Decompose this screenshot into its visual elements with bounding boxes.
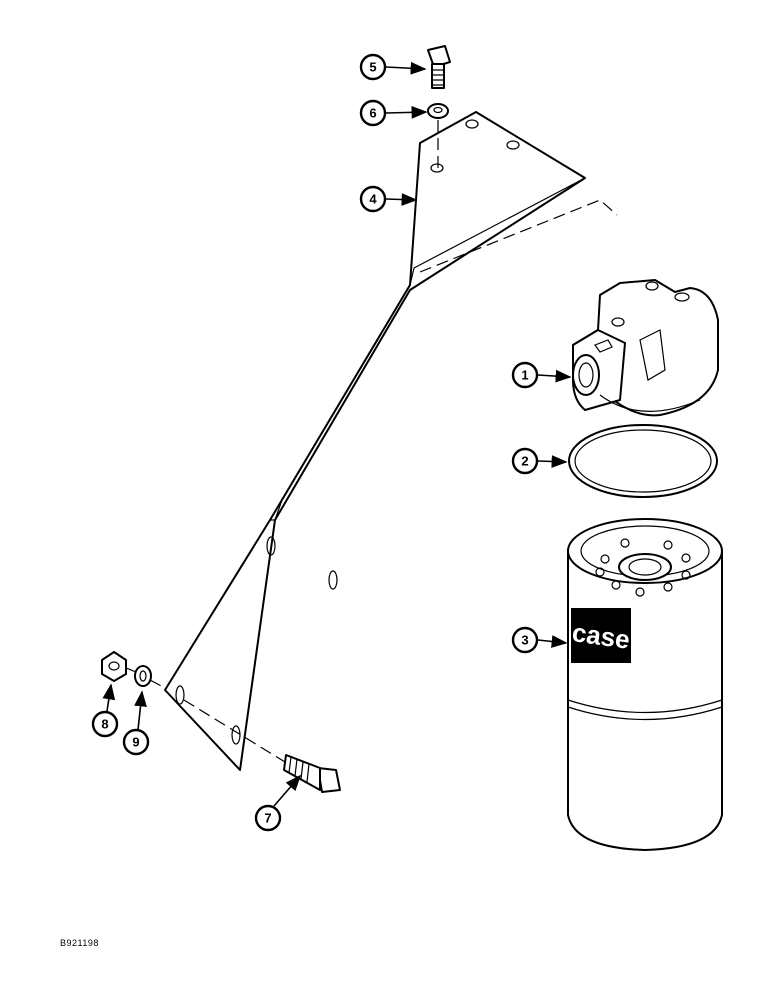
svg-text:3: 3 [521, 633, 528, 648]
callout-2: 2 [511, 447, 539, 475]
svg-text:9: 9 [132, 735, 139, 750]
mounting-bracket [164, 111, 618, 771]
callout-9: 9 [122, 728, 150, 756]
lock-washer-top [427, 103, 449, 170]
callout-6: 6 [359, 99, 387, 127]
callout-7: 7 [254, 804, 282, 832]
filter-head [572, 279, 719, 417]
callout-4: 4 [359, 185, 387, 213]
svg-text:4: 4 [369, 192, 377, 207]
callout-3: 3 [511, 626, 539, 654]
nut [101, 651, 127, 682]
filter-cartridge: case [567, 518, 723, 851]
case-label-band [571, 608, 631, 663]
o-ring [568, 424, 718, 498]
svg-text:2: 2 [521, 454, 528, 469]
callout-5: 5 [359, 53, 387, 81]
svg-text:6: 6 [369, 106, 376, 121]
svg-text:8: 8 [101, 717, 108, 732]
svg-text:1: 1 [521, 368, 528, 383]
figure-reference-code: B921198 [60, 938, 99, 948]
callout-8: 8 [91, 710, 119, 738]
svg-text:7: 7 [264, 811, 271, 826]
lock-washer-bottom [125, 665, 166, 689]
callout-1: 1 [511, 361, 539, 389]
cap-screw-top [427, 45, 451, 89]
cap-screw-bottom [183, 699, 341, 793]
svg-text:5: 5 [369, 60, 376, 75]
